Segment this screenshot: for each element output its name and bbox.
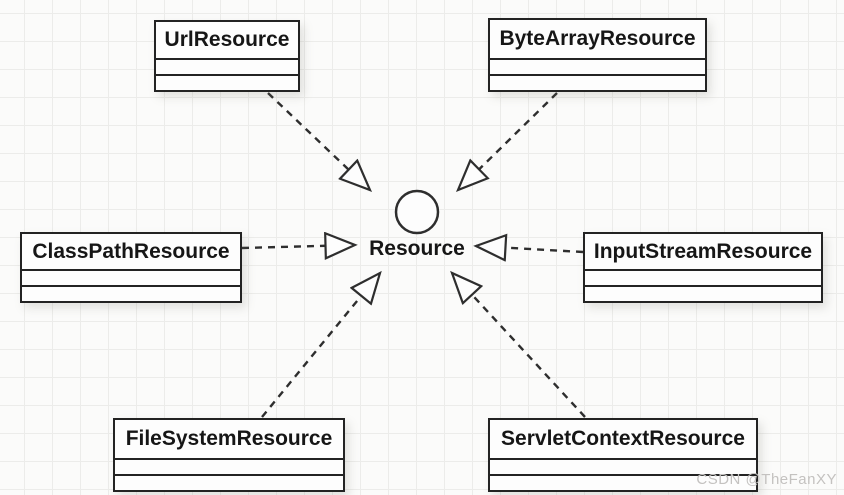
class-box-urlresource: UrlResource — [154, 20, 300, 92]
class-box-filesystemresource: FileSystemResource — [113, 418, 345, 492]
realization-arrow-bytearrayresource — [458, 92, 558, 190]
class-box-inputstreamresource: InputStreamResource — [583, 232, 823, 303]
realization-arrow-servletcontextresource — [452, 273, 586, 418]
operations-compartment — [156, 74, 298, 90]
operations-compartment — [22, 285, 240, 301]
class-name: InputStreamResource — [593, 239, 813, 263]
operations-compartment — [490, 474, 756, 490]
operations-compartment — [490, 74, 705, 90]
class-name: FileSystemResource — [125, 427, 333, 450]
class-name: ByteArrayResource — [499, 27, 696, 50]
class-name: ClassPathResource — [32, 239, 230, 263]
realization-arrow-filesystemresource — [261, 273, 380, 418]
operations-compartment — [585, 285, 821, 301]
class-box-bytearrayresource: ByteArrayResource — [488, 18, 707, 92]
interface-label-resource: Resource — [369, 237, 465, 260]
class-name: ServletContextResource — [501, 427, 745, 450]
class-name: UrlResource — [164, 28, 290, 51]
realization-arrow-classpathresource — [241, 245, 355, 248]
csdn-watermark: CSDN @TheFanXY — [696, 471, 837, 488]
attributes-compartment — [22, 269, 240, 285]
operations-compartment — [115, 474, 343, 490]
class-box-classpathresource: ClassPathResource — [20, 232, 242, 303]
attributes-compartment — [156, 58, 298, 74]
realization-arrow-urlresource — [267, 92, 370, 190]
attributes-compartment — [490, 58, 705, 74]
interface-lollipop-circle — [394, 189, 440, 235]
class-box-servletcontextresource: ServletContextResource — [488, 418, 758, 492]
attributes-compartment — [585, 269, 821, 285]
attributes-compartment — [115, 458, 343, 474]
attributes-compartment — [490, 458, 756, 474]
